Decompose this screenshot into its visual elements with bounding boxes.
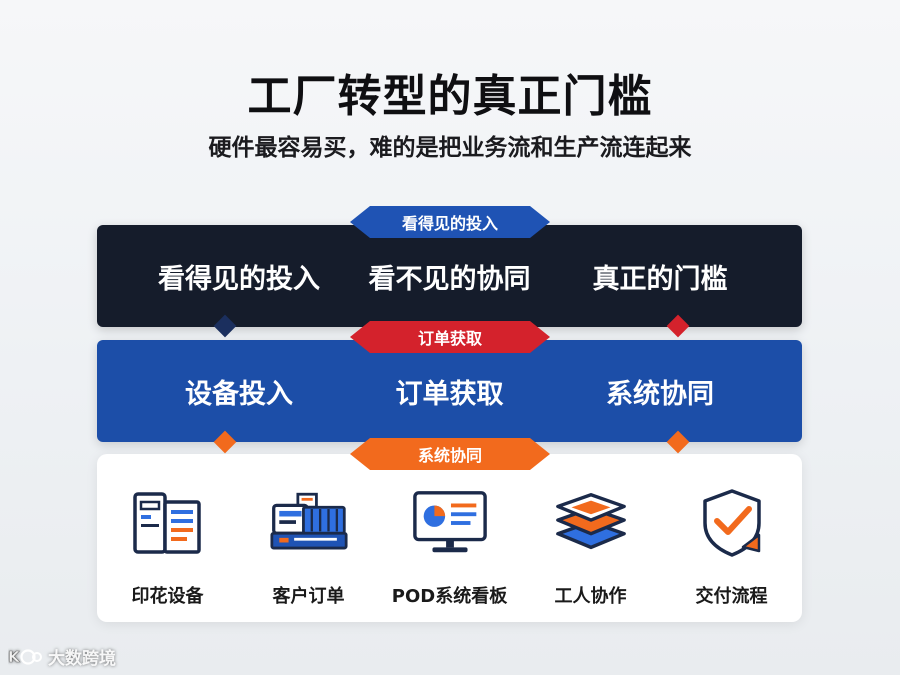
connector-tag-order-acquisition: 订单获取 [350, 321, 550, 353]
watermark-text: 大数跨境 [48, 649, 116, 669]
panel-item-worker-collaboration: 工人协作 [526, 484, 656, 608]
watermark: K 大数跨境 [8, 644, 116, 669]
blue-band-item-system: 系统协同 [606, 378, 714, 410]
panel-item-label: 客户订单 [272, 586, 345, 607]
dark-band-item-invisible-collaboration: 看不见的协同 [368, 263, 531, 295]
dark-band: 看得见的投入 看不见的协同 真正的门槛 [97, 225, 802, 327]
connector-tag-system-collaboration: 系统协同 [350, 438, 550, 470]
blue-band-item-orders: 订单获取 [395, 378, 504, 410]
panel-item-label: 印花设备 [131, 586, 204, 607]
watermark-logo-icon: K [8, 646, 42, 668]
panel-item-delivery-process: 交付流程 [667, 484, 797, 608]
order-machine-icon [269, 484, 348, 562]
page-title: 工厂转型的真正门槛 [247, 71, 653, 122]
blue-band: 设备投入 订单获取 系统协同 [97, 340, 802, 442]
svg-text:K: K [8, 648, 21, 666]
panel-item-printing-equipment: 印花设备 [103, 484, 233, 608]
layers-stack-icon [552, 484, 630, 562]
dark-band-item-visible-investment: 看得见的投入 [158, 263, 320, 295]
panel-item-label: POD系统看板 [391, 586, 508, 607]
panel-item-label: 交付流程 [695, 586, 768, 607]
panel-item-pod-dashboard: POD系统看板 [385, 484, 515, 608]
dashboard-monitor-icon [411, 484, 489, 562]
dark-band-item-real-threshold: 真正的门槛 [592, 263, 728, 295]
page-subtitle: 硬件最容易买，难的是把业务流和生产流连起来 [208, 135, 692, 161]
resources-panel: 印花设备 客户订 [97, 454, 802, 622]
panel-item-label: 工人协作 [554, 586, 627, 607]
connector-tag-visible-investment: 看得见的投入 [350, 206, 550, 238]
blue-band-item-equipment: 设备投入 [185, 378, 293, 410]
panel-item-customer-orders: 客户订单 [244, 484, 374, 608]
printer-equipment-icon [129, 484, 207, 562]
delivery-check-shield-icon [693, 484, 771, 562]
